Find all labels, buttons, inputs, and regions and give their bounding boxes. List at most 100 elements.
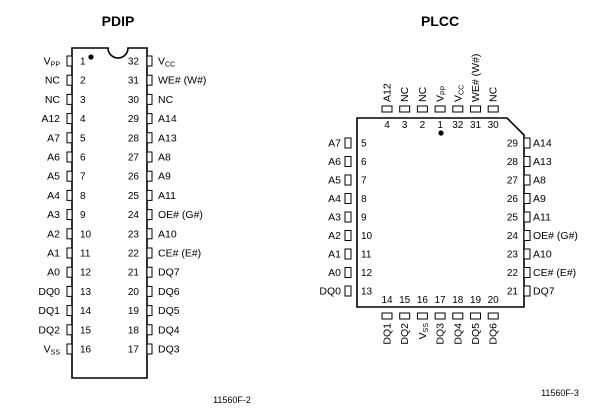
pin-label: A8 — [158, 152, 171, 164]
plcc-pin-lead — [344, 193, 352, 204]
pdip-pin-lead — [66, 113, 73, 125]
pin-label: DQ3 — [435, 323, 447, 345]
plcc-pin-lead — [523, 230, 531, 241]
pdip-figure-id: 11560F-2 — [213, 395, 251, 405]
pin-label: A9 — [158, 171, 171, 183]
plcc-pin-lead — [399, 105, 411, 113]
pin-label: A2 — [328, 230, 341, 242]
pin-number: 14 — [381, 295, 393, 306]
plcc-pin-27-a8: 27 A8 — [507, 174, 546, 187]
plcc-pin-lead — [470, 312, 481, 320]
pin-number: 10 — [80, 229, 92, 240]
pin-label: DQ4 — [158, 324, 180, 336]
pdip-pin-2-nc: 2NC — [45, 74, 86, 87]
plcc-package-body — [356, 117, 525, 308]
plcc-pin-lead — [487, 105, 499, 113]
pin-number: 20 — [488, 295, 500, 306]
pdip-title: PDIP — [102, 13, 135, 29]
pin-label: DQ2 — [38, 324, 60, 336]
pin-number: 12 — [80, 268, 92, 279]
plcc-pin-8-a4: 8A4 — [328, 193, 367, 205]
pdip-pin-lead — [66, 132, 73, 144]
pin-number: 6 — [80, 153, 86, 164]
pdip-pin-8-a4: 8A4 — [47, 189, 86, 202]
pdip-pin-lead — [146, 266, 153, 278]
pdip-pin-lead — [146, 305, 153, 317]
pin-label: A6 — [47, 152, 60, 164]
pdip-pin-lead — [66, 266, 73, 278]
plcc-pin-lead — [523, 137, 531, 149]
pdip-pin-lead — [66, 247, 73, 259]
pin-label: OE# (G#) — [158, 209, 203, 221]
plcc-pin-6-a6: 6A6 — [328, 156, 367, 168]
pin-number: 21 — [507, 287, 519, 298]
pin-label: WE# (W#) — [470, 54, 482, 102]
pdip-pin-lead — [66, 209, 73, 221]
pdip-pin-lead — [66, 151, 73, 163]
pdip-pin-27-a8: 27 A8 — [128, 151, 171, 164]
plcc-pin-lead — [452, 105, 464, 113]
pdip-pin-lead — [146, 189, 153, 201]
pin-number: 4 — [80, 114, 86, 125]
plcc-pin-lead — [344, 267, 352, 278]
plcc-pin-lead — [344, 156, 352, 167]
pin-label: A10 — [533, 249, 552, 261]
plcc-pin-9-a3: 9A3 — [328, 211, 367, 224]
pin-label: DQ0 — [38, 286, 60, 298]
pdip-pin-5-a7: 5A7 — [47, 132, 86, 144]
pin-number: 26 — [507, 194, 519, 205]
pin-number: 5 — [80, 133, 86, 144]
pdip-pin-lead — [146, 324, 153, 336]
pin-number: 18 — [128, 325, 140, 336]
plcc-pin-2-nc: 2NC — [416, 86, 429, 131]
pin-number: 5 — [361, 139, 367, 150]
pin-number: 9 — [80, 210, 86, 221]
pin-number: 6 — [361, 157, 367, 168]
pdip-pin-14-dq1: 14 DQ1 — [38, 305, 92, 317]
pdip-pin-lead — [66, 170, 73, 182]
plcc-pin-lead — [523, 174, 531, 186]
pin-label: A0 — [328, 267, 341, 279]
pin-label: A7 — [328, 138, 341, 150]
pin-number: 29 — [507, 139, 519, 150]
pin-label: DQ7 — [158, 267, 180, 279]
pdip-pin-lead — [146, 209, 153, 221]
plcc-pin-lead — [381, 105, 393, 113]
pin-number: 25 — [128, 191, 140, 202]
pin-number: 27 — [128, 153, 140, 164]
pin-label: DQ1 — [38, 305, 60, 317]
pin-number: 8 — [361, 194, 367, 205]
pin-number: 30 — [128, 95, 140, 106]
pin-number: 13 — [361, 287, 373, 298]
pdip-pin-lead — [66, 343, 73, 355]
pin-number: 27 — [507, 176, 519, 187]
pin-label: A8 — [533, 175, 546, 187]
pin-number: 14 — [80, 306, 92, 317]
pdip-pin-lead — [146, 132, 153, 144]
pin-label: DQ2 — [399, 323, 411, 345]
pin-label: NC — [417, 86, 429, 102]
pin-number: 11 — [80, 249, 91, 260]
